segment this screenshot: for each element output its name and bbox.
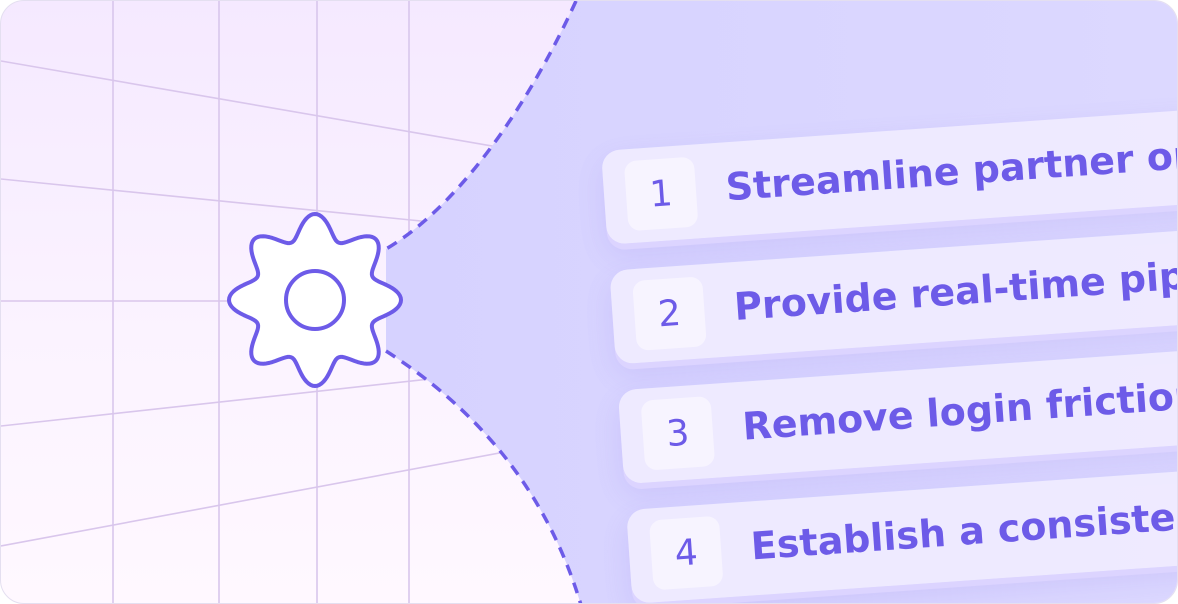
goal-text: Streamline partner onboa (724, 126, 1178, 210)
dashed-connector-bottom (385, 349, 583, 603)
dashed-connector-top (385, 1, 578, 251)
goal-list: 1 Streamline partner onboa 2 Provide rea… (601, 102, 1178, 603)
goal-item-4: 4 Establish a consistent (626, 461, 1178, 603)
goal-text: Provide real-time pipelin (732, 248, 1178, 330)
goal-text: Remove login friction fr (741, 369, 1178, 449)
goal-number-badge: 4 (648, 515, 724, 591)
goal-number-badge: 3 (640, 395, 716, 471)
goal-text: Establish a consistent (749, 491, 1178, 569)
goal-item-3: 3 Remove login friction fr (617, 341, 1178, 485)
goal-item-2: 2 Provide real-time pipelin (609, 221, 1178, 365)
goal-number-badge: 1 (623, 156, 699, 232)
goal-number-badge: 2 (632, 276, 707, 351)
gear-icon (227, 212, 403, 388)
background-grid (1, 1, 522, 603)
